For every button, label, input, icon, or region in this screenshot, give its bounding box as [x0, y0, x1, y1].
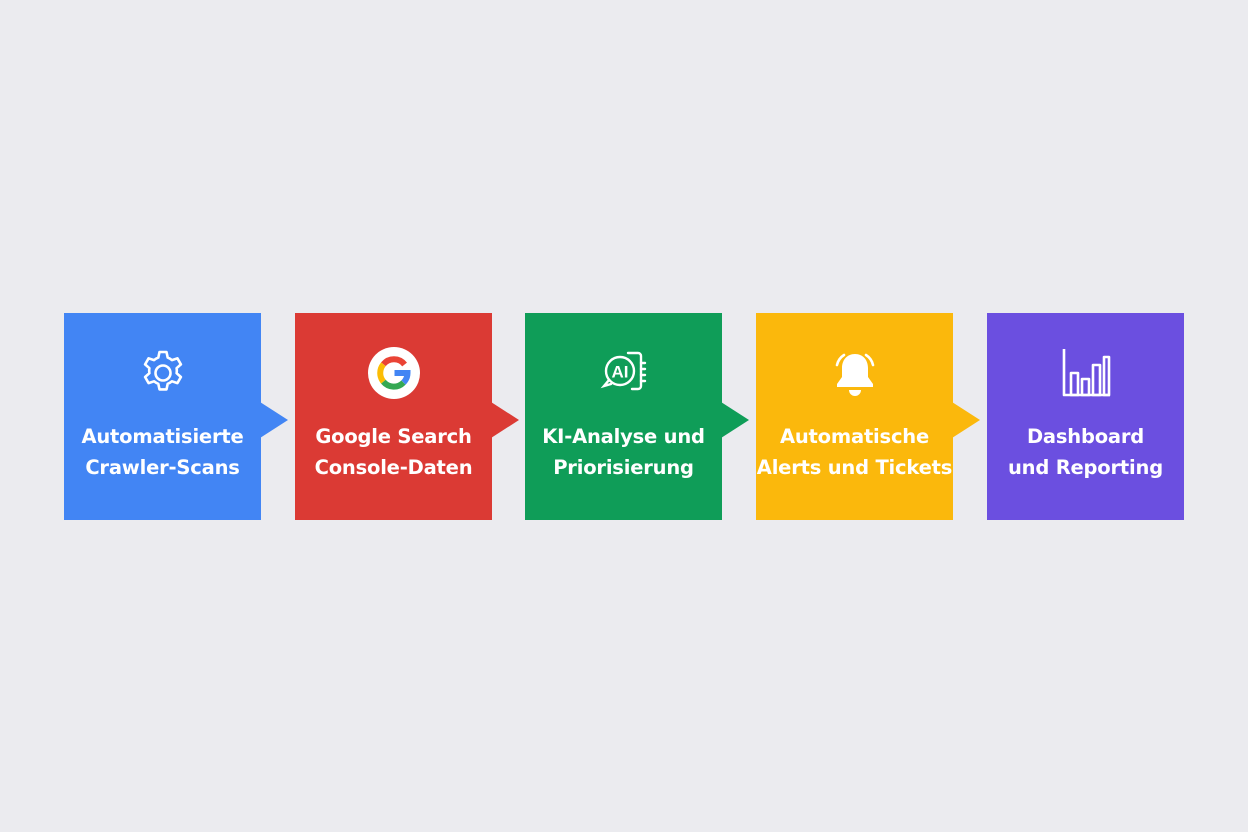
- step-search-console: Google Search Console-Daten: [295, 313, 492, 520]
- step-label-line1: Google Search: [315, 425, 472, 448]
- step-label-line1: Automatische: [779, 425, 930, 448]
- connector-arrow: [721, 402, 749, 438]
- step-label: Automatisierte Crawler-Scans: [64, 421, 261, 483]
- ai-chip-icon: AI: [594, 343, 654, 403]
- step-label-line1: Automatisierte: [81, 425, 244, 448]
- step-label: Google Search Console-Daten: [295, 421, 492, 483]
- bell-icon: [825, 343, 885, 403]
- step-label-line1: KI-Analyse und: [542, 425, 705, 448]
- step-label: Automatische Alerts und Tickets: [756, 421, 953, 483]
- step-dashboard-reporting: Dashboard und Reporting: [987, 313, 1184, 520]
- google-logo-icon: [364, 343, 424, 403]
- bar-chart-icon: [1056, 343, 1116, 403]
- step-label: KI-Analyse und Priorisierung: [525, 421, 722, 483]
- connector-arrow: [952, 402, 980, 438]
- step-label: Dashboard und Reporting: [987, 421, 1184, 483]
- step-label-line2: Priorisierung: [553, 456, 694, 479]
- step-ai-analysis: AI KI-Analyse und Priorisierung: [525, 313, 722, 520]
- step-label-line2: Crawler-Scans: [85, 456, 240, 479]
- step-label-line2: und Reporting: [1008, 456, 1163, 479]
- step-crawler-scans: Automatisierte Crawler-Scans: [64, 313, 261, 520]
- step-label-line2: Console-Daten: [314, 456, 473, 479]
- connector-arrow: [491, 402, 519, 438]
- gear-icon: [133, 343, 193, 403]
- step-label-line1: Dashboard: [1026, 425, 1145, 448]
- step-alerts-tickets: Automatische Alerts und Tickets: [756, 313, 953, 520]
- step-label-line2: Alerts und Tickets: [756, 456, 953, 479]
- connector-arrow: [260, 402, 288, 438]
- ai-icon-text: AI: [611, 363, 628, 382]
